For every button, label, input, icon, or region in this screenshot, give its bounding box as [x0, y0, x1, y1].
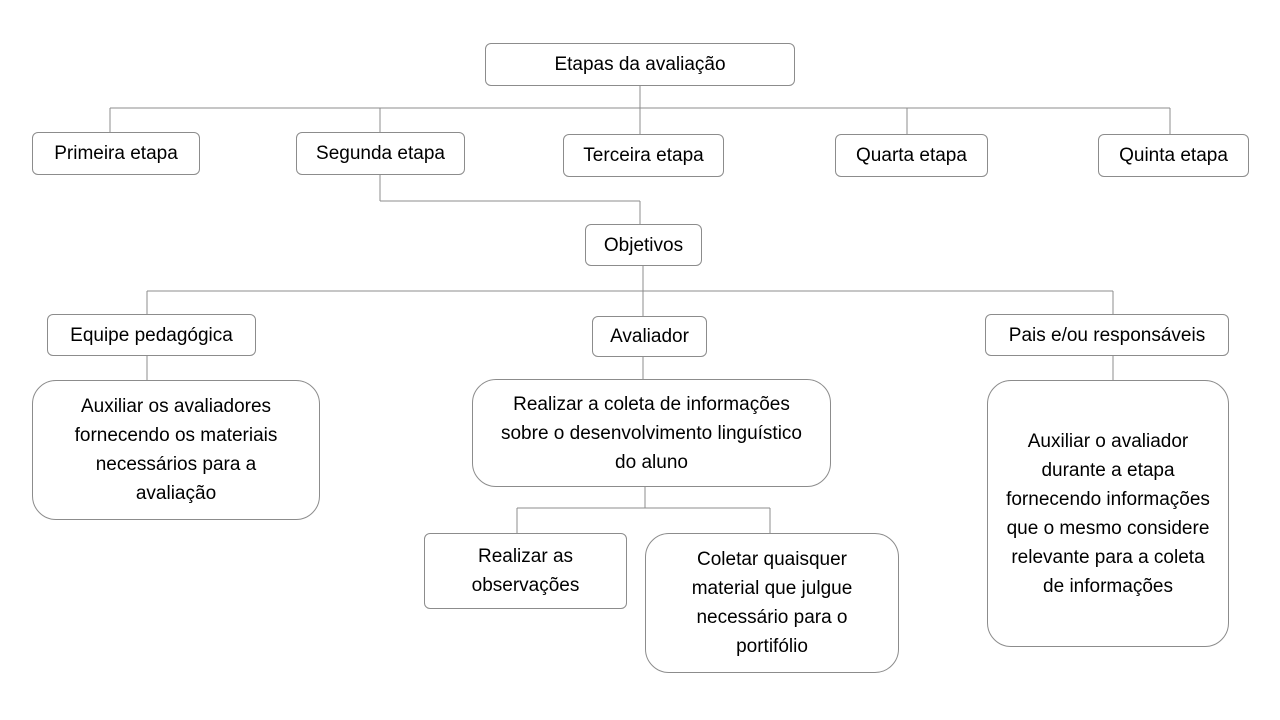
stage-node-fifth: Quinta etapa — [1098, 134, 1249, 177]
stage-node-second: Segunda etapa — [296, 132, 465, 175]
stage-label: Quinta etapa — [1119, 145, 1228, 166]
stage-node-fourth: Quarta etapa — [835, 134, 988, 177]
team-description: Auxiliar os avaliadores fornecendo os ma… — [74, 396, 278, 504]
parents-description-node: Auxiliar o avaliador durante a etapa for… — [987, 380, 1229, 647]
stage-label: Quarta etapa — [856, 145, 967, 166]
objectives-label: Objetivos — [603, 234, 684, 256]
stage-label: Segunda etapa — [316, 143, 445, 164]
role-label: Pais e/ou responsáveis — [1008, 324, 1206, 346]
root-label: Etapas da avaliação — [554, 54, 726, 75]
team-description-node: Auxiliar os avaliadores fornecendo os ma… — [32, 380, 320, 520]
evaluator-task-node: Coletar quaisquer material que julgue ne… — [645, 533, 899, 673]
stage-node-third: Terceira etapa — [563, 134, 724, 177]
evaluator-task: Realizar as observações — [471, 546, 580, 596]
stage-label: Terceira etapa — [583, 145, 704, 166]
role-label: Equipe pedagógica — [70, 324, 233, 346]
evaluator-task-node: Realizar as observações — [424, 533, 627, 609]
objectives-node: Objetivos — [585, 224, 702, 266]
evaluator-task: Coletar quaisquer material que julgue ne… — [691, 549, 853, 657]
role-node-evaluator: Avaliador — [592, 316, 707, 357]
stage-node-first: Primeira etapa — [32, 132, 200, 175]
role-node-parents: Pais e/ou responsáveis — [985, 314, 1229, 356]
evaluator-description: Realizar a coleta de informações sobre o… — [500, 393, 802, 473]
parents-description: Auxiliar o avaliador durante a etapa for… — [1006, 430, 1210, 597]
role-label: Avaliador — [610, 326, 689, 347]
role-node-team: Equipe pedagógica — [47, 314, 256, 356]
stage-label: Primeira etapa — [54, 143, 178, 164]
evaluator-description-node: Realizar a coleta de informações sobre o… — [472, 379, 831, 487]
root-node: Etapas da avaliação — [485, 43, 795, 86]
